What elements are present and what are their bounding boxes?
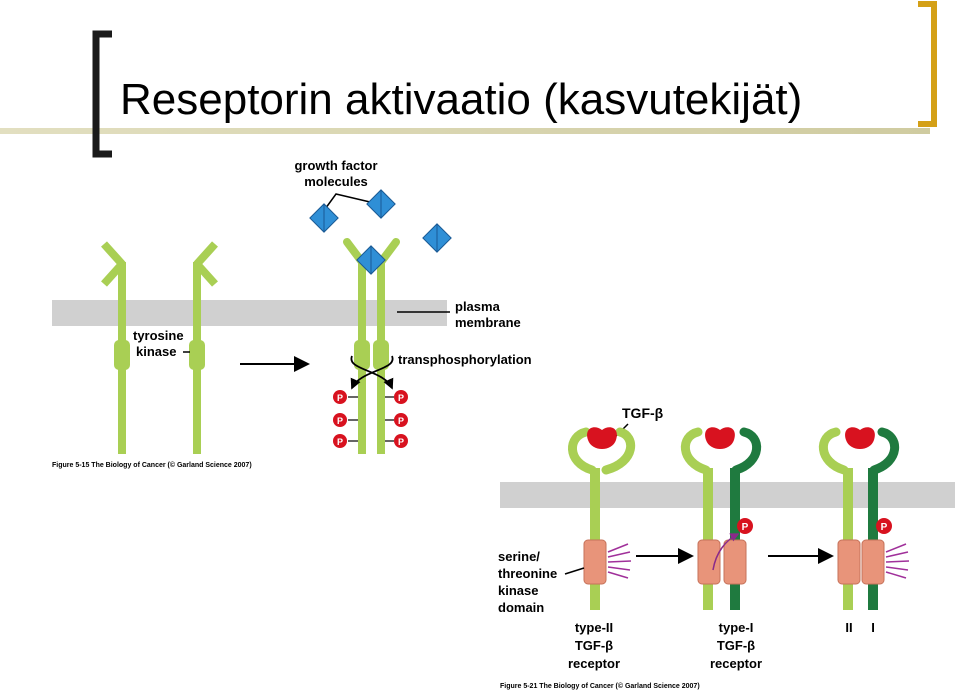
plasma-membrane-band xyxy=(500,482,955,508)
tgf-beta-ligand xyxy=(587,427,617,449)
signal-rays-left xyxy=(607,543,632,579)
transphosphorylation-arrow xyxy=(350,355,394,390)
growth-factor-molecule xyxy=(422,223,452,253)
kinase-domain-label-line1: serine/ xyxy=(498,549,540,564)
type-ii-receptor-label-line1: type-II xyxy=(575,620,613,635)
svg-text:P: P xyxy=(337,437,343,447)
phosphate-group: P xyxy=(737,518,753,534)
phosphate-group: P xyxy=(385,413,408,427)
figure-5-21-caption: Figure 5-21 The Biology of Cancer (© Gar… xyxy=(500,683,700,690)
phosphate-group: P xyxy=(333,434,358,448)
active-receptor-complex: P xyxy=(818,427,900,610)
phosphate-group: P xyxy=(333,390,358,404)
figure-5-15-caption: Figure 5-15 The Biology of Cancer (© Gar… xyxy=(52,462,252,469)
type-i-receptor-label-line3: receptor xyxy=(710,656,762,671)
tgf-beta-label: TGF-β xyxy=(622,405,664,421)
signal-rays-right xyxy=(885,543,910,579)
roman-i-label: I xyxy=(871,620,875,635)
svg-text:P: P xyxy=(742,522,749,533)
type-i-receptor-label-line1: type-I xyxy=(719,620,754,635)
svg-text:P: P xyxy=(398,393,404,403)
tyrosine-kinase-label-line2: kinase xyxy=(136,344,176,359)
transphosphorylation-label: transphosphorylation xyxy=(398,352,532,367)
plasma-membrane-label-line1: plasma xyxy=(455,299,501,314)
type-ii-receptor-label-line2: TGF-β xyxy=(575,638,613,653)
growth-factor-molecule xyxy=(366,189,396,219)
growth-factor-label-line2: molecules xyxy=(304,174,368,189)
kinase-domain-label-line4: domain xyxy=(498,600,544,615)
svg-text:P: P xyxy=(881,522,888,533)
title-underline xyxy=(0,128,930,134)
inactive-receptor-monomer xyxy=(189,241,218,454)
kinase-domain-pointer xyxy=(564,567,585,575)
right-bracket xyxy=(918,1,937,127)
svg-text:P: P xyxy=(398,437,404,447)
growth-factor-label-line1: growth factor xyxy=(294,158,377,173)
tgf-beta-ligand xyxy=(845,427,875,449)
bound-growth-factor-molecule xyxy=(356,245,386,275)
slide-title: Reseptorin aktivaatio (kasvutekijät) xyxy=(120,75,803,124)
figure-5-15: growth factor molecules tyrosi xyxy=(52,158,532,454)
plasma-membrane-label-line2: membrane xyxy=(455,315,521,330)
type-ii-receptor-label-line3: receptor xyxy=(568,656,620,671)
type-i-receptor-label-line2: TGF-β xyxy=(717,638,755,653)
dimerized-receptor xyxy=(343,238,400,454)
phosphorylation-arrow xyxy=(712,533,740,571)
inactive-receptor-monomer xyxy=(101,241,130,454)
type-ii-receptor-with-ligand xyxy=(568,427,636,610)
phosphate-group: P xyxy=(385,390,408,404)
kinase-domain-label-line3: kinase xyxy=(498,583,538,598)
roman-ii-label: II xyxy=(845,620,852,635)
plasma-membrane-band xyxy=(52,300,447,326)
figure-5-21: TGF-β P xyxy=(498,405,955,671)
phosphate-group: P xyxy=(876,518,892,534)
left-bracket xyxy=(92,30,112,158)
type-ii-type-i-complex: P xyxy=(680,427,762,610)
phosphate-group: P xyxy=(333,413,358,427)
svg-text:P: P xyxy=(337,393,343,403)
phosphate-group: P xyxy=(385,434,408,448)
svg-text:P: P xyxy=(337,416,343,426)
growth-factor-molecule xyxy=(309,203,339,233)
tyrosine-kinase-label-line1: tyrosine xyxy=(133,328,184,343)
kinase-domain-label-line2: threonine xyxy=(498,566,557,581)
svg-text:P: P xyxy=(398,416,404,426)
tgf-beta-ligand xyxy=(705,427,735,449)
transphosphorylation-arrow xyxy=(350,355,394,390)
